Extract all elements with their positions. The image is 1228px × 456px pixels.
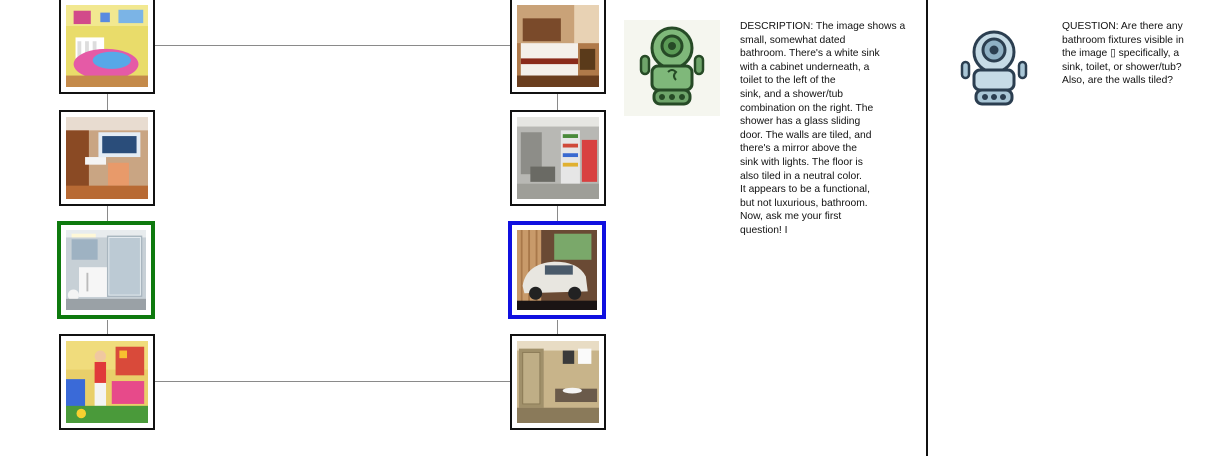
description-text: DESCRIPTION: The image shows a small, so… (740, 21, 906, 236)
connector-bottom (155, 381, 511, 382)
garage-shelves-image (510, 110, 606, 206)
green-robot-icon (624, 20, 720, 116)
panel-divider (926, 0, 928, 456)
tiled-bathroom-image (510, 334, 606, 430)
child-playroom-image (59, 334, 155, 430)
vintage-car-image (508, 221, 606, 319)
right-vertical-2 (557, 206, 558, 222)
kids-bedroom-image (59, 0, 155, 94)
hotel-bedroom-image (510, 0, 606, 94)
right-vertical-1 (557, 94, 558, 112)
connector-top (155, 45, 511, 46)
modern-bathroom-image (59, 110, 155, 206)
left-vertical-3 (107, 320, 108, 336)
left-vertical-1 (107, 94, 108, 112)
blue-robot-icon (956, 26, 1032, 110)
right-vertical-3 (557, 320, 558, 336)
dated-bathroom-image (57, 221, 155, 319)
left-vertical-2 (107, 206, 108, 222)
question-text: QUESTION: Are there any bathroom fixture… (1062, 21, 1184, 87)
